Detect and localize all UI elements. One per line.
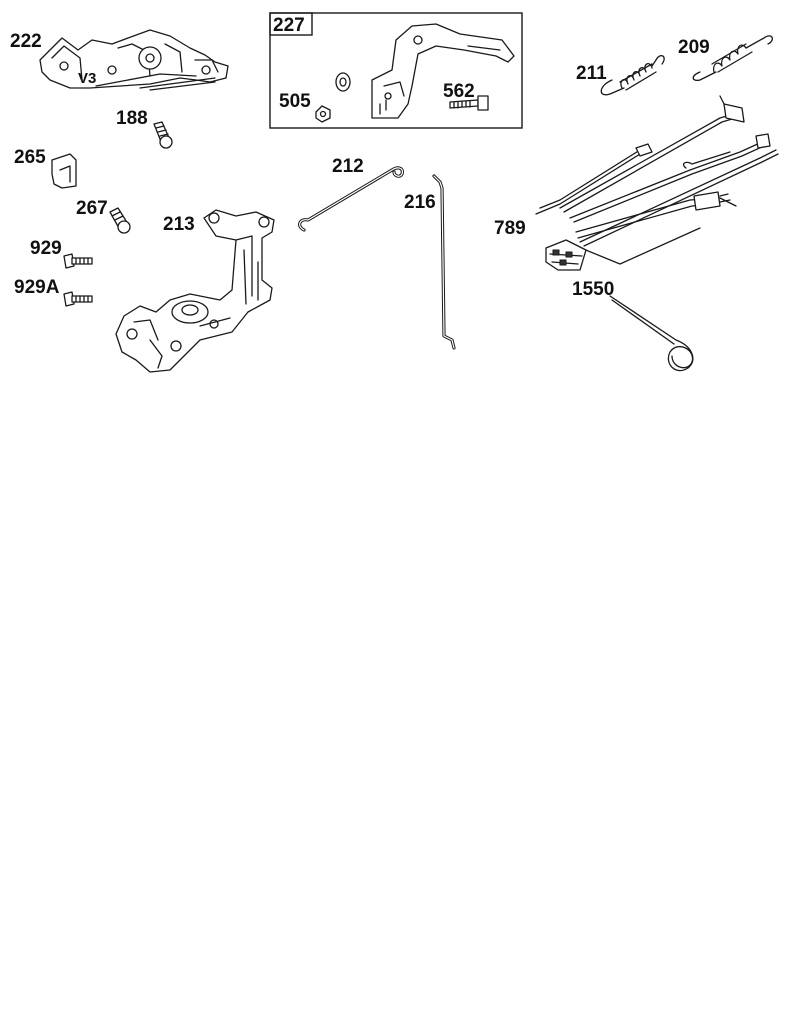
callout-211: 211 bbox=[576, 63, 607, 84]
callout-227: 227 bbox=[273, 15, 305, 36]
callout-188: 188 bbox=[116, 108, 148, 129]
part-929a-drawing bbox=[63, 291, 93, 307]
callout-929: 929 bbox=[30, 238, 62, 259]
part-216-drawing bbox=[432, 174, 456, 350]
callout-209: 209 bbox=[678, 37, 710, 58]
callout-222: 222 bbox=[10, 31, 42, 52]
callout-216: 216 bbox=[404, 192, 436, 213]
part-212-drawing bbox=[298, 166, 404, 232]
kit-227-box bbox=[269, 12, 523, 129]
part-789-drawing bbox=[535, 95, 779, 271]
part-222-drawing bbox=[39, 29, 229, 91]
callout-265: 265 bbox=[14, 147, 46, 168]
part-211-drawing bbox=[600, 55, 665, 96]
part-1550-drawing bbox=[609, 295, 694, 372]
stamp-v3: V3 bbox=[78, 70, 96, 87]
callout-1550: 1550 bbox=[572, 279, 614, 300]
part-505-drawing bbox=[315, 72, 351, 123]
part-265-drawing bbox=[51, 153, 77, 189]
callout-929a: 929A bbox=[14, 277, 60, 298]
part-929-drawing bbox=[63, 253, 93, 269]
part-213-drawing bbox=[115, 209, 275, 373]
part-562-drawing bbox=[449, 95, 489, 111]
callout-505: 505 bbox=[279, 91, 311, 112]
part-209-drawing bbox=[692, 35, 773, 82]
callout-267: 267 bbox=[76, 198, 108, 219]
callout-789: 789 bbox=[494, 218, 526, 239]
callout-213: 213 bbox=[163, 214, 195, 235]
part-188-drawing bbox=[153, 121, 173, 149]
callout-212: 212 bbox=[332, 156, 364, 177]
part-227-bracket-drawing bbox=[371, 23, 515, 119]
part-267-drawing bbox=[109, 207, 131, 234]
callout-562: 562 bbox=[443, 81, 475, 102]
